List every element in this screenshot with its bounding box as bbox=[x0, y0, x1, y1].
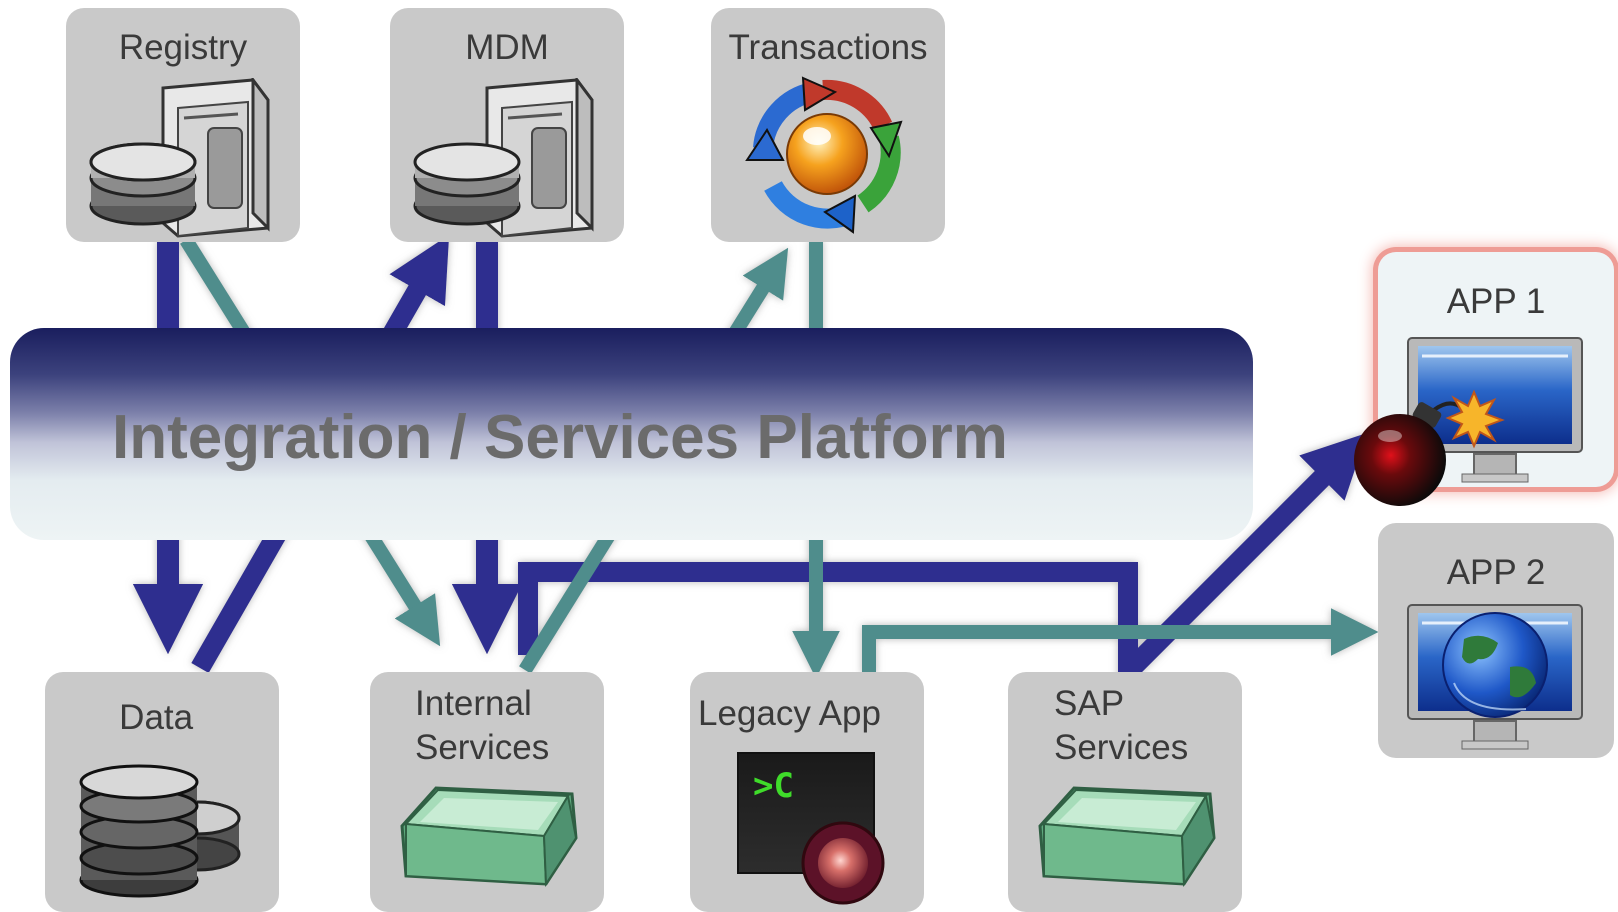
registry-label: Registry bbox=[118, 28, 248, 67]
app2-label: APP 2 bbox=[1446, 553, 1546, 592]
database-server-icon bbox=[89, 78, 270, 238]
data-label: Data bbox=[119, 698, 194, 737]
stop-button-icon bbox=[801, 821, 885, 905]
terminal-prompt: >C bbox=[753, 766, 794, 806]
database-server-icon bbox=[413, 78, 594, 238]
transactions-label: Transactions bbox=[728, 28, 928, 67]
cycle-arrows-icon bbox=[745, 76, 903, 234]
internal-services-label-line1: Internal bbox=[415, 684, 532, 723]
arrow-internal-to-sap-to-app1 bbox=[518, 432, 1368, 697]
transactions-node[interactable]: Transactions bbox=[711, 8, 945, 242]
service-chip-icon bbox=[400, 786, 578, 888]
registry-node[interactable]: Registry bbox=[66, 8, 300, 242]
monitor-icon bbox=[1407, 337, 1583, 483]
legacy-app-label: Legacy App bbox=[698, 694, 881, 733]
arrow-legacy-to-app2 bbox=[862, 608, 1379, 675]
data-node[interactable]: Data bbox=[45, 672, 279, 912]
monitor-globe-icon bbox=[1407, 604, 1583, 750]
mdm-node[interactable]: MDM bbox=[390, 8, 624, 242]
internal-services-label-line2: Services bbox=[415, 728, 550, 767]
app2-node[interactable]: APP 2 bbox=[1378, 523, 1614, 758]
sap-services-label-line2: Services bbox=[1054, 728, 1189, 767]
legacy-app-node[interactable]: Legacy App >C bbox=[690, 672, 924, 912]
database-stack-icon bbox=[79, 764, 241, 898]
bomb-icon bbox=[1354, 389, 1505, 506]
app1-label: APP 1 bbox=[1446, 282, 1546, 321]
internal-services-node[interactable]: Internal Services bbox=[370, 672, 604, 912]
service-chip-icon bbox=[1038, 786, 1216, 888]
platform-title: Integration / Services Platform bbox=[112, 403, 1008, 472]
sap-services-node[interactable]: SAP Services bbox=[1008, 672, 1242, 912]
mdm-label: MDM bbox=[465, 28, 549, 67]
app1-node[interactable]: APP 1 bbox=[1378, 252, 1614, 487]
sap-services-label-line1: SAP bbox=[1054, 684, 1125, 723]
integration-platform-band bbox=[10, 328, 1253, 540]
